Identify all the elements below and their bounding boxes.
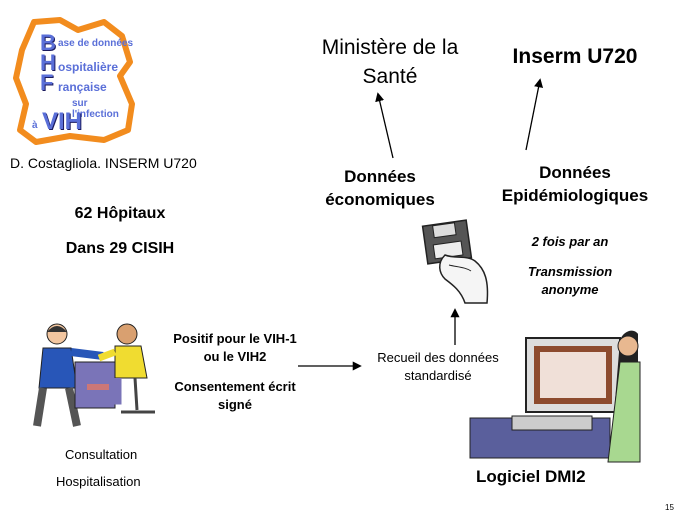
epidemiological-data-line-1: Données xyxy=(539,163,611,182)
bhf-vih-logo: B ase de données H ospitalière F rançais… xyxy=(12,17,136,145)
logo-letter-f: F xyxy=(40,70,54,95)
computer-user-icon xyxy=(469,330,641,463)
cisih-count: Dans 29 CISIH xyxy=(65,240,175,257)
epidemiological-data-label: Données Epidémiologiques xyxy=(490,161,660,207)
hospitalisation-label: Hospitalisation xyxy=(56,474,141,489)
logo-line-1: ase de données xyxy=(58,38,134,49)
criteria-line-3: Consentement écrit xyxy=(174,379,296,394)
anonymous-transmission-label: Transmission anonyme xyxy=(505,263,635,299)
logo-line-4: sur l'infection xyxy=(72,98,119,120)
criteria-line-2: ou le VIH2 xyxy=(203,349,267,364)
logo-line-3: rançaise xyxy=(58,80,107,94)
frequency-label: 2 fois par an xyxy=(531,234,609,249)
recueil-line-2: standardisé xyxy=(404,368,472,383)
arrow-to-ministry xyxy=(375,92,394,159)
ministry-line-2: Santé xyxy=(362,65,418,88)
economic-data-line-1: Données xyxy=(344,167,416,186)
epidemiological-data-line-2: Epidémiologiques xyxy=(501,186,649,205)
hospitals-count: 62 Hôpitaux xyxy=(74,205,166,222)
transmission-line-1: Transmission xyxy=(527,264,613,279)
criteria-line-4: signé xyxy=(218,397,252,412)
consultation-label: Consultation xyxy=(65,447,138,462)
logo-line-5: à xyxy=(32,120,38,131)
logo-letter-b: B xyxy=(40,30,56,55)
economic-data-label: Données économiques xyxy=(290,165,470,211)
recueil-line-1: Recueil des données xyxy=(377,350,499,365)
floppy-disk-hand-icon xyxy=(421,219,489,304)
inserm-label: Inserm U720 xyxy=(512,45,638,68)
software-label: Logiciel DMI2 xyxy=(476,467,586,486)
logo-letter-vih: VIH xyxy=(42,108,83,135)
consent-label: Consentement écrit signé xyxy=(170,378,300,414)
france-map-outline-icon xyxy=(13,17,135,145)
economic-data-line-2: économiques xyxy=(325,190,435,209)
author-credit: D. Costagliola. INSERM U720 xyxy=(10,155,197,171)
ministry-label: Ministère de la Santé xyxy=(290,33,490,91)
ministry-line-1: Ministère de la xyxy=(321,36,459,59)
doctor-patient-consultation-icon xyxy=(33,323,155,427)
inclusion-criteria-label: Positif pour le VIH-1 ou le VIH2 xyxy=(170,330,300,366)
arrow-to-inserm xyxy=(525,78,544,151)
page-number: 15 xyxy=(665,503,674,512)
logo-line-2: ospitalière xyxy=(58,60,119,74)
criteria-line-1: Positif pour le VIH-1 xyxy=(173,331,297,346)
transmission-line-2: anonyme xyxy=(541,282,599,297)
standardized-collection-label: Recueil des données standardisé xyxy=(358,349,518,385)
logo-letter-h: H xyxy=(40,50,56,75)
